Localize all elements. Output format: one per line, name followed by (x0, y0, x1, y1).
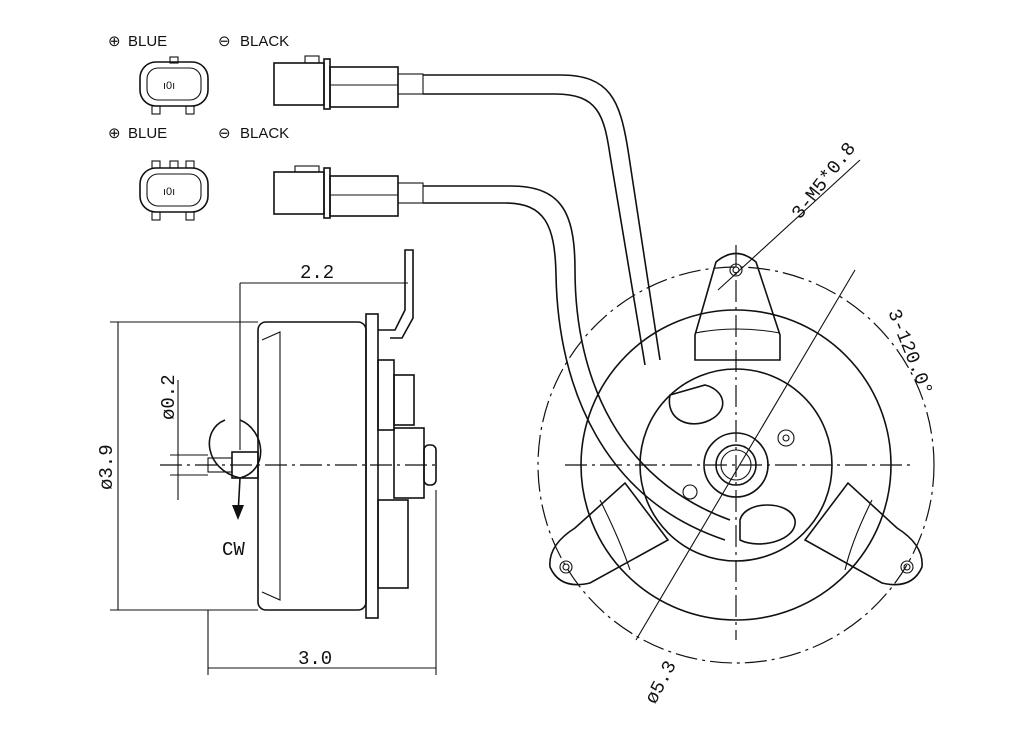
front-view (537, 159, 935, 664)
connector-face-2: ı0ı (139, 160, 209, 221)
negative-symbol: ⊖ (218, 125, 231, 142)
dim-body-diameter: ø3.9 (96, 444, 118, 490)
positive-label: BLUE (128, 33, 167, 50)
dim-overall-depth: 3.0 (298, 648, 332, 670)
plug-2 (273, 165, 731, 541)
dim-shaft-diameter: ø0.2 (158, 374, 180, 420)
connector-legend-2: ⊕ BLUE ⊖ BLACK (108, 125, 289, 142)
negative-label: BLACK (240, 33, 289, 50)
dimension-lines (110, 282, 437, 675)
negative-symbol: ⊖ (218, 33, 231, 50)
rotation-direction: CW (222, 539, 245, 561)
dim-mount-thread: 3-M5*0.8 (787, 138, 860, 223)
dim-depth-to-bracket: 2.2 (300, 262, 334, 284)
positive-symbol: ⊕ (108, 125, 121, 142)
connector-face-1: ı0ı (139, 56, 209, 115)
svg-text:ı0ı: ı0ı (163, 186, 175, 198)
plug-1 (273, 55, 661, 366)
positive-label: BLUE (128, 125, 167, 142)
positive-symbol: ⊕ (108, 33, 121, 50)
connector-legend-1: ⊕ BLUE ⊖ BLACK (108, 33, 289, 50)
dim-bolt-circle: ø5.3 (641, 657, 682, 708)
svg-text:ı0ı: ı0ı (163, 80, 175, 92)
negative-label: BLACK (240, 125, 289, 142)
dim-mount-spacing: 3-120.0° (882, 306, 937, 399)
side-view (160, 249, 440, 619)
